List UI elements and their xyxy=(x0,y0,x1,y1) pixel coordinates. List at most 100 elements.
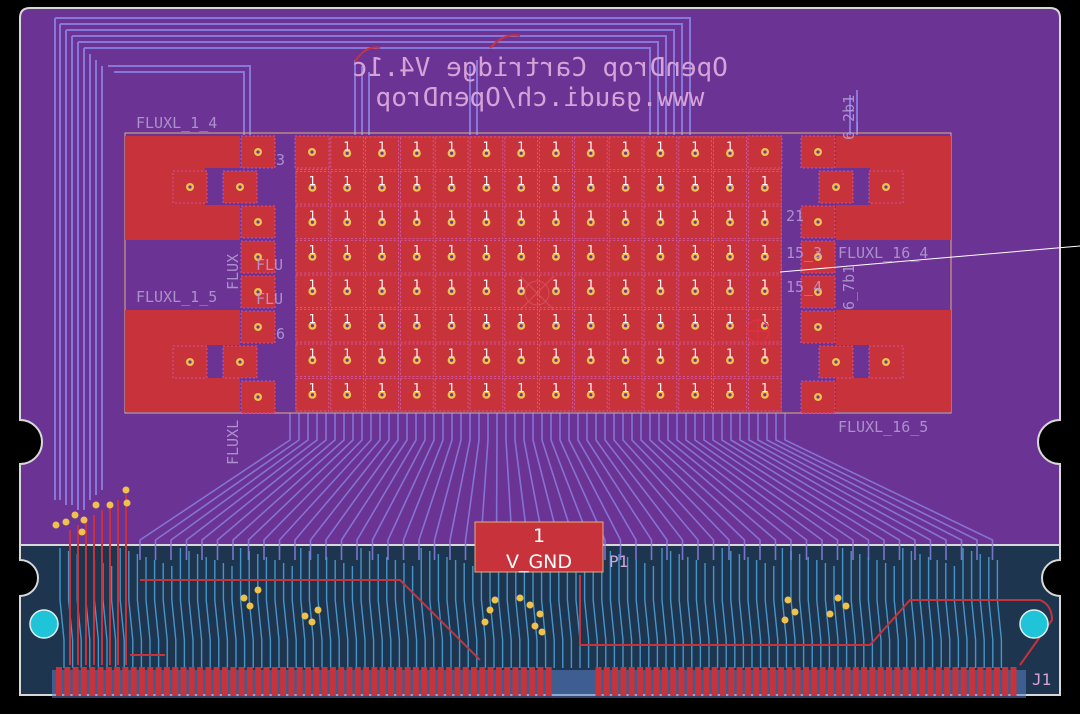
electrode-cell[interactable]: 1 xyxy=(330,343,364,377)
electrode-cell[interactable]: 1 xyxy=(365,378,399,412)
electrode-cell[interactable]: 1 xyxy=(608,343,643,377)
electrode-cell[interactable]: 1 xyxy=(365,171,399,205)
electrode-cell[interactable]: 1 xyxy=(295,171,330,205)
side-electrode[interactable] xyxy=(294,135,330,169)
electrode-cell[interactable]: 1 xyxy=(469,274,504,308)
electrode-cell[interactable]: 1 xyxy=(539,240,573,274)
electrode-cell[interactable]: 1 xyxy=(713,171,747,205)
electrode-cell[interactable]: 1 xyxy=(504,240,538,274)
side-electrode[interactable] xyxy=(240,205,276,239)
electrode-cell[interactable]: 1 xyxy=(399,205,434,239)
electrode-cell[interactable]: 1 xyxy=(434,309,469,343)
electrode-cell[interactable]: 1 xyxy=(434,240,469,274)
side-electrode[interactable] xyxy=(818,170,854,204)
electrode-cell[interactable]: 1 xyxy=(365,240,399,274)
electrode-cell[interactable]: 1 xyxy=(539,378,573,412)
electrode-cell[interactable]: 1 xyxy=(434,378,469,412)
electrode-cell[interactable]: 1 xyxy=(469,240,504,274)
electrode-cell[interactable]: 1 xyxy=(330,240,364,274)
electrode-cell[interactable]: 1 xyxy=(539,205,573,239)
electrode-cell[interactable]: 1 xyxy=(504,343,538,377)
electrode-cell[interactable]: 1 xyxy=(539,171,573,205)
electrode-cell[interactable]: 1 xyxy=(295,274,330,308)
electrode-cell[interactable]: 1 xyxy=(469,136,504,170)
electrode-cell[interactable]: 1 xyxy=(713,240,747,274)
electrode-cell[interactable]: 1 xyxy=(399,309,434,343)
electrode-cell[interactable]: 1 xyxy=(713,378,747,412)
electrode-cell[interactable]: 1 xyxy=(365,274,399,308)
electrode-cell[interactable]: 1 xyxy=(608,309,643,343)
side-electrode[interactable] xyxy=(868,345,904,379)
electrode-cell[interactable]: 1 xyxy=(574,205,608,239)
electrode-cell[interactable]: 1 xyxy=(678,274,712,308)
side-electrode[interactable] xyxy=(240,240,276,274)
electrode-cell[interactable]: 1 xyxy=(713,136,747,170)
electrode-cell[interactable]: 1 xyxy=(748,240,782,274)
electrode-cell[interactable]: 1 xyxy=(678,378,712,412)
electrode-cell[interactable]: 1 xyxy=(504,136,538,170)
electrode-cell[interactable]: 1 xyxy=(399,274,434,308)
electrode-cell[interactable]: 1 xyxy=(434,171,469,205)
electrode-cell[interactable]: 1 xyxy=(434,274,469,308)
electrode-cell[interactable]: 1 xyxy=(678,240,712,274)
electrode-cell[interactable]: 1 xyxy=(574,171,608,205)
electrode-cell[interactable]: 1 xyxy=(643,171,678,205)
side-electrode[interactable] xyxy=(222,170,258,204)
electrode-cell[interactable]: 1 xyxy=(678,171,712,205)
side-electrode[interactable] xyxy=(800,310,836,344)
electrode-cell[interactable]: 1 xyxy=(678,136,712,170)
side-electrode[interactable] xyxy=(222,345,258,379)
electrode-cell[interactable]: 1 xyxy=(365,136,399,170)
electrode-cell[interactable]: 1 xyxy=(295,205,330,239)
electrode-cell[interactable]: 1 xyxy=(678,205,712,239)
electrode-cell[interactable]: 1 xyxy=(574,378,608,412)
electrode-cell[interactable]: 1 xyxy=(748,378,782,412)
electrode-cell[interactable]: 1 xyxy=(399,240,434,274)
electrode-cell[interactable]: 1 xyxy=(469,205,504,239)
electrode-cell[interactable]: 1 xyxy=(608,205,643,239)
electrode-cell[interactable]: 1 xyxy=(399,136,434,170)
side-electrode[interactable] xyxy=(240,380,276,414)
electrode-cell[interactable]: 1 xyxy=(643,274,678,308)
electrode-cell[interactable]: 1 xyxy=(678,309,712,343)
electrode-cell[interactable]: 1 xyxy=(678,343,712,377)
side-electrode[interactable] xyxy=(868,170,904,204)
side-electrode[interactable] xyxy=(747,135,783,169)
electrode-cell[interactable]: 1 xyxy=(469,171,504,205)
electrode-cell[interactable]: 1 xyxy=(434,205,469,239)
electrode-cell[interactable]: 1 xyxy=(295,240,330,274)
electrode-cell[interactable]: 1 xyxy=(713,309,747,343)
electrode-cell[interactable]: 1 xyxy=(399,343,434,377)
p1-pad[interactable]: 1 V_GND xyxy=(474,521,604,573)
side-electrode[interactable] xyxy=(172,170,208,204)
electrode-cell[interactable]: 1 xyxy=(713,205,747,239)
electrode-cell[interactable]: 1 xyxy=(574,309,608,343)
electrode-cell[interactable]: 1 xyxy=(295,378,330,412)
electrode-cell[interactable]: 1 xyxy=(748,309,782,343)
side-electrode[interactable] xyxy=(240,135,276,169)
electrode-cell[interactable]: 1 xyxy=(608,171,643,205)
side-electrode[interactable] xyxy=(818,345,854,379)
side-electrode[interactable] xyxy=(800,380,836,414)
electrode-cell[interactable]: 1 xyxy=(469,343,504,377)
electrode-cell[interactable]: 1 xyxy=(713,343,747,377)
electrode-cell[interactable]: 1 xyxy=(399,378,434,412)
electrode-cell[interactable]: 1 xyxy=(504,171,538,205)
side-electrode[interactable] xyxy=(800,205,836,239)
electrode-cell[interactable]: 1 xyxy=(504,205,538,239)
electrode-cell[interactable]: 1 xyxy=(608,136,643,170)
electrode-cell[interactable]: 1 xyxy=(643,378,678,412)
electrode-cell[interactable]: 1 xyxy=(539,343,573,377)
electrode-cell[interactable]: 1 xyxy=(608,240,643,274)
electrode-cell[interactable]: 1 xyxy=(365,343,399,377)
side-electrodes[interactable] xyxy=(172,135,904,414)
side-electrode[interactable] xyxy=(240,275,276,309)
electrode-cell[interactable]: 1 xyxy=(399,171,434,205)
electrode-cell[interactable]: 1 xyxy=(504,274,538,308)
electrode-cell[interactable]: 1 xyxy=(574,136,608,170)
side-electrode[interactable] xyxy=(800,135,836,169)
electrode-cell[interactable]: 1 xyxy=(748,171,782,205)
electrode-cell[interactable]: 1 xyxy=(643,343,678,377)
